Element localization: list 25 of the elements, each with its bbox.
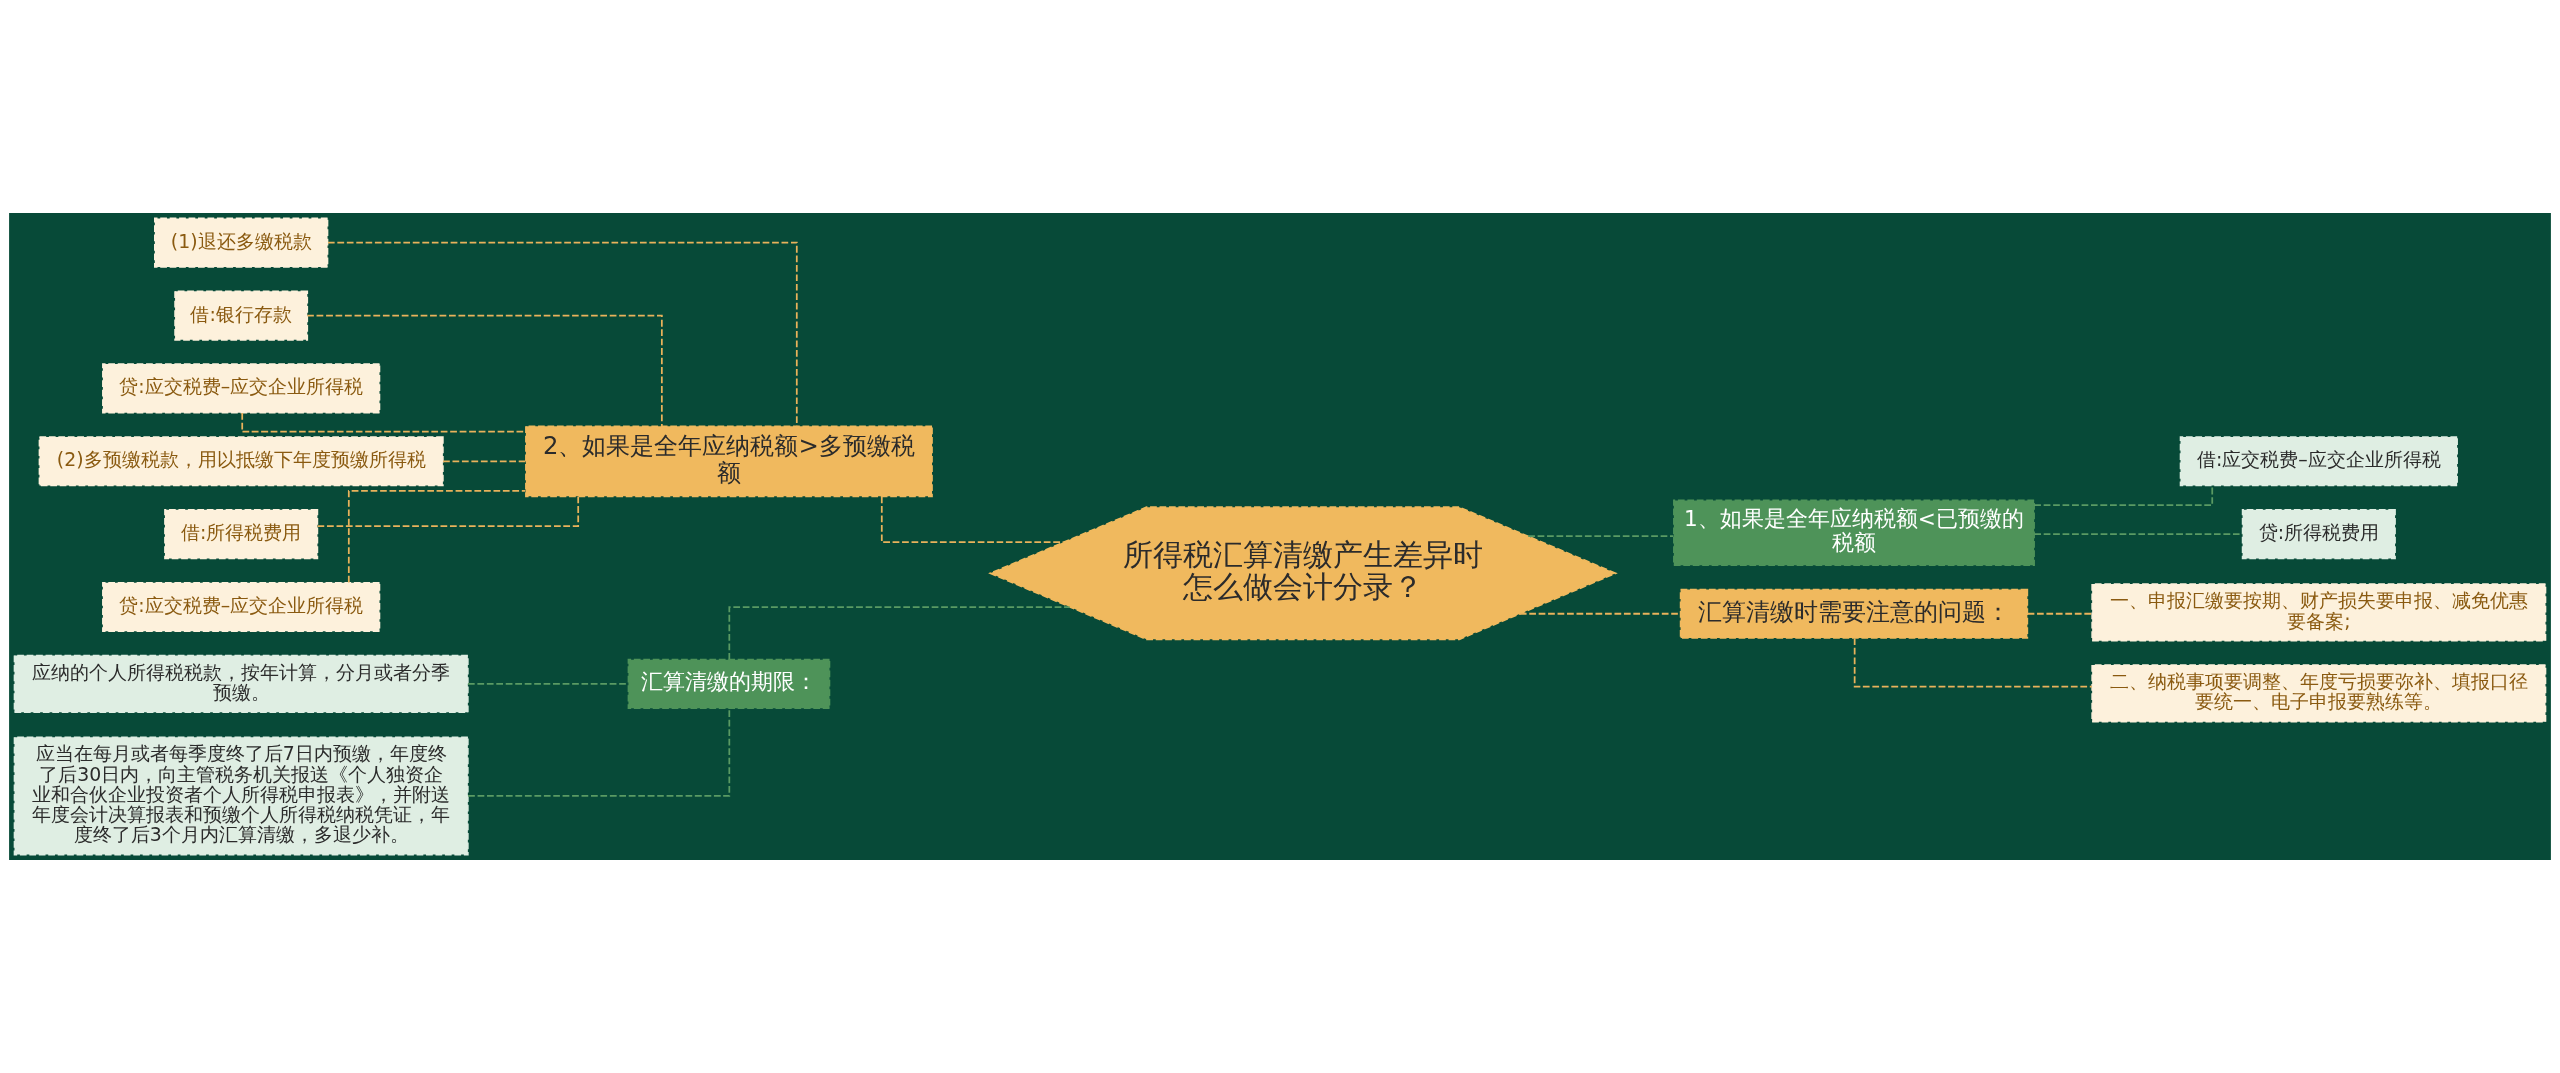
node-box: 一、申报汇缴要按期、财产损失要申报、减免优惠要备案; [2091,583,2547,642]
node-box: 贷:应交税费–应交企业所得税 [102,363,381,414]
connector [1853,637,2093,688]
connector [442,460,527,463]
node-box: 借:应交税费–应交企业所得税 [2179,436,2458,487]
connector [306,314,663,427]
connector [347,490,527,584]
node-box: 贷:应交税费–应交企业所得税 [102,581,381,633]
node-box: 借:所得税费用 [164,509,319,560]
node-box: 贷:所得税费用 [2241,509,2396,560]
connector [2026,612,2093,615]
connector [316,495,580,527]
node-box: 应当在每月或者每季度终了后7日内预缴，年度终了后30日内，向主管税务机关报送《个人独资企业和合伙企业投资者个人所得税申报表》，并附送年度会计决算报表和预缴个人所得税纳税凭证，年度终了后3个月内汇算清缴，多退少补。 [13,736,469,856]
node-box: (1)退还多缴税款 [154,217,329,268]
connector [728,606,1071,661]
node-box: 汇算清缴时需要注意的问题： [1679,588,2029,639]
connector [1527,535,1675,538]
connector [467,707,731,797]
node-box: 1、如果是全年应纳税额<已预缴的税额 [1673,499,2035,566]
node-box: 二、纳税事项要调整、年度亏损要弥补、填报口径要统一、电子申报要熟练等。 [2091,664,2547,723]
node-box: 应纳的个人所得税税款，按年计算，分月或者分季预缴。 [13,654,469,714]
node-box: 借:银行存款 [174,290,309,341]
node-box: (2)多预缴税款，用以抵缴下年度预缴所得税 [38,436,444,487]
node-box: 汇算清缴的期限： [627,658,831,709]
node-box: 2、如果是全年应纳税额>多预缴税额 [525,425,933,498]
